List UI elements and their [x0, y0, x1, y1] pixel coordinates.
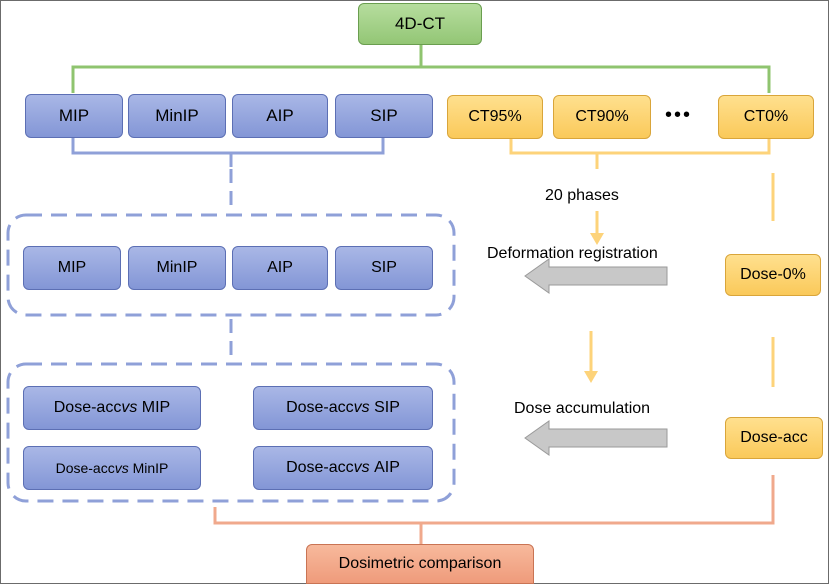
phase-ct95-label: CT95% [468, 108, 522, 125]
phase-ellipsis: ••• [665, 104, 693, 126]
dosimetric-comparison-box: Dosimetric comparison [306, 544, 534, 584]
comparison-group-frame [6, 362, 456, 503]
registered-aip: AIP [232, 246, 328, 290]
dose-zero-label: Dose-0% [740, 266, 806, 283]
phase-ct90-label: CT90% [575, 108, 629, 125]
comparison-target: SIP [374, 399, 400, 416]
projection-sip-label: SIP [370, 106, 398, 125]
ct-4d-label: 4D-CT [394, 14, 446, 33]
registered-mip: MIP [23, 246, 121, 290]
phase-count-label: 20 phases [545, 187, 619, 204]
projection-mip-label: MIP [58, 106, 90, 125]
yellow-arrow-2-head [584, 371, 598, 383]
comparison-vs: vs [121, 399, 138, 416]
phase-ct95: CT95% [447, 95, 543, 139]
yellow-bracket [509, 138, 771, 169]
registered-aip-label: AIP [267, 259, 293, 276]
comparison-vs: vs [353, 399, 370, 416]
blue-bracket [71, 138, 385, 167]
green-bracket [71, 45, 771, 93]
yellow-arrow-1-head [590, 233, 604, 245]
comparison-vs: vs [114, 460, 129, 476]
registered-mip-label: MIP [57, 259, 87, 276]
grey-arrow-registration [524, 258, 668, 294]
comparison-target: MinIP [132, 460, 169, 476]
phase-ct90: CT90% [553, 95, 651, 139]
registered-sip-label: SIP [371, 259, 397, 276]
projection-aip: AIP [232, 94, 328, 138]
orange-bracket [213, 475, 775, 544]
comparison-prefix: Dose-acc [286, 399, 354, 416]
step-accumulation-label: Dose accumulation [514, 400, 651, 417]
step-registration-label: Deformation registration [487, 245, 658, 262]
comparison-prefix: Dose-acc [286, 459, 354, 476]
projection-mip: MIP [25, 94, 123, 138]
registered-group-frame [6, 213, 456, 317]
comparison-vs: vs [353, 459, 370, 476]
grey-arrow-accumulation [524, 420, 668, 456]
ct-4d-box: 4D-CT [358, 3, 482, 45]
projection-sip: SIP [335, 94, 433, 138]
projection-minip: MinIP [128, 94, 226, 138]
phase-ct0-label: CT0% [743, 108, 789, 125]
projection-minip-label: MinIP [155, 106, 199, 125]
registered-sip: SIP [335, 246, 433, 290]
comparison-prefix: Dose-acc [55, 460, 115, 476]
projection-aip-label: AIP [266, 106, 294, 125]
dosimetric-comparison-label: Dosimetric comparison [338, 555, 502, 572]
dose-acc-label: Dose-acc [740, 429, 808, 446]
registered-minip: MinIP [128, 246, 226, 290]
dose-zero-box: Dose-0% [725, 254, 821, 296]
comparison-target: AIP [374, 459, 400, 476]
phase-ct0: CT0% [718, 95, 814, 139]
comparison-prefix: Dose-acc [53, 399, 122, 416]
comparison-target: MIP [141, 399, 171, 416]
registered-minip-label: MinIP [156, 259, 198, 276]
dose-acc-box: Dose-acc [725, 417, 823, 459]
